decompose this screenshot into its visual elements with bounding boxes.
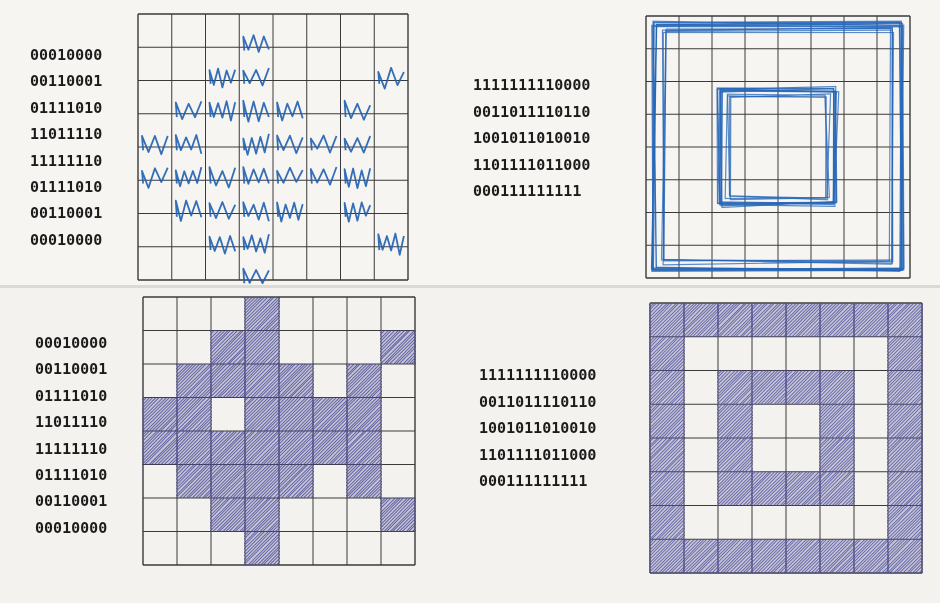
scribble-stroke bbox=[277, 136, 303, 154]
scribble-stroke bbox=[243, 68, 269, 85]
binary-line: 00010000 bbox=[30, 227, 102, 253]
binary-line: 11111110 bbox=[35, 436, 107, 462]
sketch-line bbox=[662, 30, 893, 261]
scribble-stroke bbox=[277, 102, 303, 121]
sketch-line bbox=[720, 91, 839, 208]
scribble-stroke bbox=[345, 202, 371, 221]
scribble-stroke bbox=[142, 168, 168, 188]
binary-line: 0011011110110 bbox=[473, 99, 590, 126]
binary-line: 00110001 bbox=[35, 356, 107, 382]
binary-line: 00010000 bbox=[35, 515, 107, 541]
scribble-stroke bbox=[311, 167, 337, 185]
scribble-stroke bbox=[243, 134, 269, 155]
binary-line: 00010000 bbox=[35, 330, 107, 356]
binary-list-bottom-right: 1111111110000 0011011110110 100101101001… bbox=[479, 362, 596, 495]
binary-line: 11111110 bbox=[30, 148, 102, 174]
binary-line: 1001011010010 bbox=[473, 125, 590, 152]
sketch-line bbox=[725, 94, 829, 198]
scribble-stroke bbox=[345, 168, 371, 188]
pixel-grid-top-left bbox=[138, 14, 408, 280]
binary-line: 01111010 bbox=[30, 174, 102, 200]
scribble-stroke bbox=[176, 167, 202, 186]
scribble-stroke bbox=[210, 236, 236, 254]
binary-line: 1111111110000 bbox=[479, 362, 596, 389]
scribble-stroke bbox=[311, 136, 337, 153]
binary-list-top-left: 00010000 00110001 01111010 11011110 1111… bbox=[30, 42, 102, 253]
scribble-stroke bbox=[277, 168, 303, 184]
scribble-stroke bbox=[243, 35, 269, 52]
binary-line: 1001011010010 bbox=[479, 415, 596, 442]
scribble-stroke bbox=[142, 136, 168, 154]
scribble-stroke bbox=[243, 101, 269, 122]
binary-line: 01111010 bbox=[35, 462, 107, 488]
binary-list-bottom-left: 00010000 00110001 01111010 11011110 1111… bbox=[35, 330, 107, 541]
sketch-line bbox=[718, 89, 834, 204]
scribble-stroke bbox=[345, 101, 371, 120]
binary-list-top-right: 1111111110000 0011011110110 100101101001… bbox=[473, 72, 590, 205]
binary-line: 000111111111 bbox=[473, 178, 590, 205]
scribble-stroke bbox=[243, 202, 269, 221]
binary-line: 00110001 bbox=[30, 68, 102, 94]
scribble-stroke bbox=[243, 234, 269, 253]
binary-line: 1101111011000 bbox=[473, 152, 590, 179]
binary-line: 1111111110000 bbox=[473, 72, 590, 99]
scribble-stroke bbox=[176, 201, 202, 221]
binary-line: 00010000 bbox=[30, 42, 102, 68]
scribble-stroke bbox=[210, 202, 236, 219]
scribble-stroke bbox=[378, 234, 404, 255]
binary-line: 11011110 bbox=[35, 409, 107, 435]
scribble-stroke bbox=[243, 167, 269, 184]
scribble-stroke bbox=[345, 136, 371, 153]
sketch-line bbox=[717, 88, 834, 205]
scribble-stroke bbox=[210, 101, 236, 120]
sketch-line bbox=[653, 21, 902, 270]
pixel-grid-bottom-right bbox=[650, 303, 922, 573]
grid-lines bbox=[646, 16, 910, 278]
sketch-line bbox=[662, 28, 892, 263]
scribble-stroke bbox=[176, 135, 202, 154]
grid-lines bbox=[650, 303, 922, 573]
sketch-line bbox=[717, 87, 837, 204]
binary-line: 01111010 bbox=[30, 95, 102, 121]
grid-lines bbox=[138, 14, 408, 280]
scribble-stroke bbox=[210, 69, 236, 88]
binary-line: 01111010 bbox=[35, 383, 107, 409]
binary-line: 000111111111 bbox=[479, 468, 596, 495]
binary-line: 00110001 bbox=[35, 488, 107, 514]
binary-line: 00110001 bbox=[30, 200, 102, 226]
binary-line: 11011110 bbox=[30, 121, 102, 147]
scribble-stroke bbox=[210, 167, 236, 187]
binary-line: 0011011110110 bbox=[479, 389, 596, 416]
scribble-stroke bbox=[378, 68, 404, 89]
scribble-stroke bbox=[277, 203, 303, 222]
pixel-grid-bottom-left bbox=[143, 297, 415, 565]
binary-line: 1101111011000 bbox=[479, 442, 596, 469]
scribble-stroke bbox=[176, 101, 202, 119]
sketch-line bbox=[653, 21, 901, 271]
pixel-grid-top-right bbox=[646, 16, 910, 278]
